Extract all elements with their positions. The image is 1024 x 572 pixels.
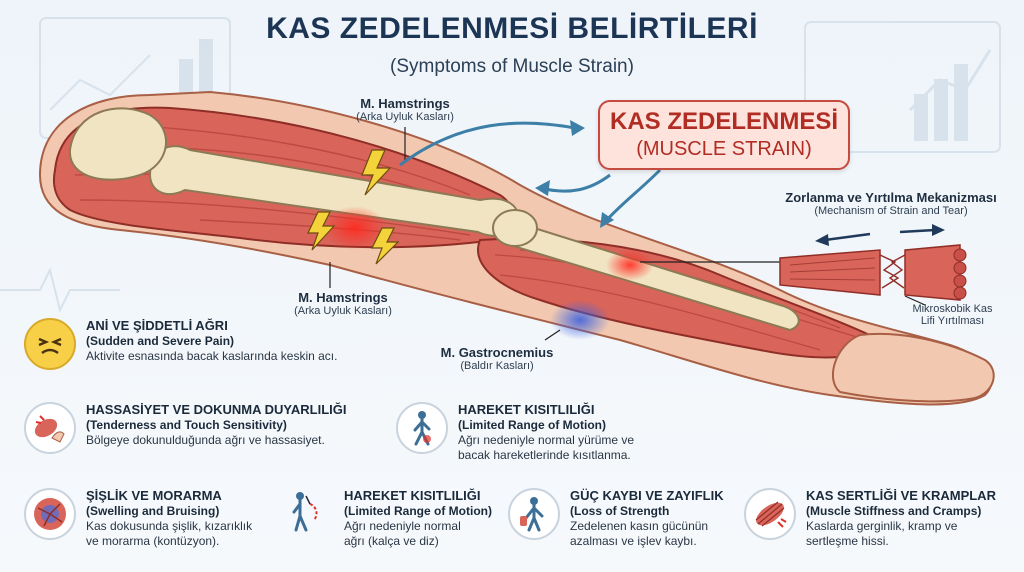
symptom-stiffness-cramps: KAS SERTLİĞİ VE KRAMPLAR (Muscle Stiffne… [744,488,1020,549]
symptom-1-sub: (Sudden and Severe Pain) [86,334,235,348]
symptom-5-head: HAREKET KISITLILIĞI [344,488,481,503]
symptom-6-desc1: Zedelenen kasın gücünün [570,519,709,533]
symptom-limited-motion-2: HAREKET KISITLILIĞI (Limited Range of Mo… [280,488,500,549]
label-hamstrings-bottom: M. Hamstrings (Arka Uyluk Kasları) [278,290,408,317]
symptom-3-head: HAREKET KISITLILIĞI [458,402,595,417]
symptom-swelling: ŞİŞLİK VE MORARMA (Swelling and Bruising… [24,488,284,549]
page-subtitle: (Symptoms of Muscle Strain) [390,56,634,77]
symptom-5-sub: (Limited Range of Motion) [344,504,492,518]
callout-line1: KAS ZEDELENMESİ [609,108,839,135]
label-hamstrings-bottom-title: M. Hamstrings [298,290,388,305]
symptom-7-head: KAS SERTLİĞİ VE KRAMPLAR [806,488,996,503]
weak-person-icon [508,488,560,540]
label-gastrocnemius-title: M. Gastrocnemius [440,345,554,360]
label-hamstrings-top-title: M. Hamstrings [360,96,450,111]
pain-lightning-icon [307,149,400,265]
symptom-6-head: GÜÇ KAYBI VE ZAYIFLIK [570,488,724,503]
symptom-4-sub: (Swelling and Bruising) [86,504,220,518]
limited-motion-icon [280,488,328,536]
symptom-4-desc2: ve morarma (kontüzyon). [86,534,220,548]
symptom-3-desc2: bacak hareketlerinde kısıtlanma. [458,448,631,462]
label-gastrocnemius: M. Gastrocnemius (Baldır Kasları) [432,345,562,372]
symptom-3-desc1: Ağrı nedeniyle normal yürüme ve [458,433,635,447]
symptom-tenderness: HASSASİYET VE DOKUNMA DUYARLILIĞI (Tende… [24,402,404,454]
pain-face-icon [24,318,76,370]
symptom-sudden-pain: ANİ VE ŞİDDETLİ AĞRI (Sudden and Severe … [24,318,404,370]
micro-tear-line1: Mikroskobik Kas [912,303,993,315]
micro-tear-label: Mikroskobik Kas Lifi Yırtılması [895,303,1010,327]
symptom-7-desc1: Kaslarda gerginlik, kramp ve [806,519,958,533]
symptom-6-desc2: azalması ve işlev kaybı. [570,534,697,548]
label-gastrocnemius-sub: (Baldır Kasları) [460,360,534,372]
label-hamstrings-bottom-sub: (Arka Uyluk Kasları) [294,305,392,317]
symptom-7-sub: (Muscle Stiffness and Cramps) [806,504,982,518]
symptom-7-desc2: sertleşme hissi. [806,534,889,548]
symptom-4-desc1: Kas dokusunda şişlik, kızarıklık [86,519,253,533]
hip-bone [68,107,167,181]
mechanism-subtitle: (Mechanism of Strain and Tear) [814,205,968,217]
page-title: KAS ZEDELENMESİ BELİRTİLERİ [266,12,758,45]
label-hamstrings-top-sub: (Arka Uyluk Kasları) [356,111,454,123]
symptom-5-desc2: ağrı (kalça ve diz) [344,534,439,548]
symptom-5-desc1: Ağrı nedeniyle normal [344,519,461,533]
symptom-2-sub: (Tenderness and Touch Sensitivity) [86,418,287,432]
symptom-1-desc: Aktivite esnasında bacak kaslarında kesk… [86,349,338,363]
label-hamstrings-top: M. Hamstrings (Arka Uyluk Kasları) [340,96,470,123]
symptom-2-desc: Bölgeye dokunulduğunda ağrı ve hassasiye… [86,433,325,447]
bruise-icon [24,488,76,540]
touch-hand-icon [24,402,76,454]
tension-arrows-icon [815,224,945,246]
bg-pulse-line-icon [0,267,120,313]
mechanism-title: Zorlanma ve Yırtılma Mekanizması [785,190,997,205]
walking-person-icon [396,402,448,454]
symptom-6-sub: (Loss of Strength [570,504,670,518]
symptom-4-head: ŞİŞLİK VE MORARMA [86,488,222,503]
mechanism-heading: Zorlanma ve Yırtılma Mekanizması (Mechan… [760,190,1022,217]
foot [831,332,995,403]
muscle-fiber-bundle-icon [779,244,967,301]
cramp-muscle-icon [744,488,796,540]
symptom-limited-motion-1: HAREKET KISITLILIĞI (Limited Range of Mo… [396,402,696,463]
symptom-3-sub: (Limited Range of Motion) [458,418,606,432]
symptom-2-head: HASSASİYET VE DOKUNMA DUYARLILIĞI [86,402,347,417]
symptom-loss-of-strength: GÜÇ KAYBI VE ZAYIFLIK (Loss of Strength … [508,488,738,549]
symptom-1-head: ANİ VE ŞİDDETLİ AĞRI [86,318,228,333]
muscle-strain-callout: KAS ZEDELENMESİ (MUSCLE STRAIN) [598,100,850,170]
callout-line2: (MUSCLE STRAIN) [636,138,812,160]
knee-joint [492,209,538,247]
bg-chart-right-icon [804,21,1001,153]
micro-tear-line2: Lifi Yırtılması [920,315,985,327]
